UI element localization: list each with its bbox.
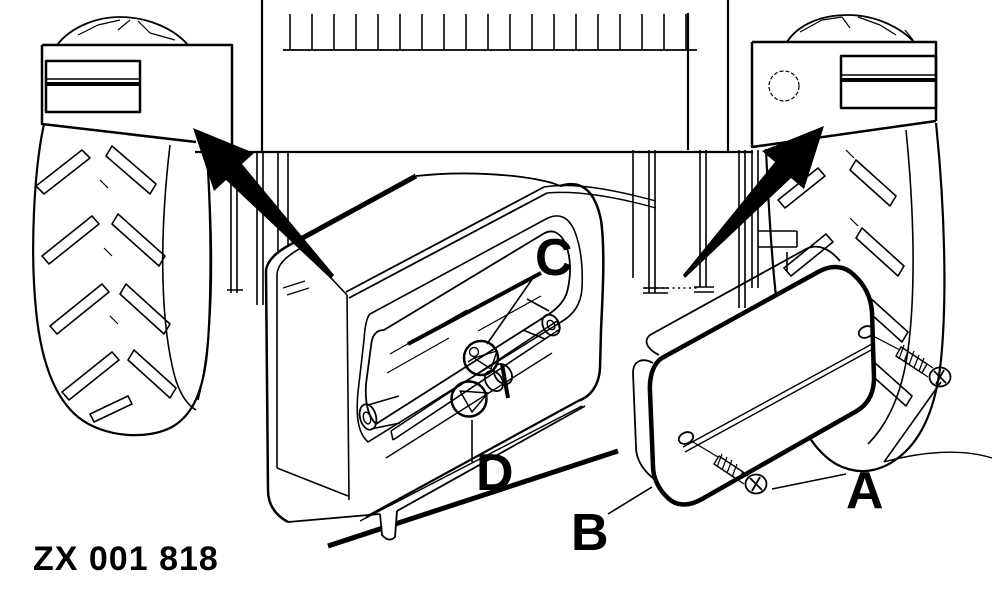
bulb-d [450,362,513,418]
figure-code: ZX 001 818 [33,540,219,578]
lamp-housing [264,172,657,541]
screw-hole-top [857,325,875,339]
panel-edge-line [327,448,619,549]
left-wheel-top-arc [56,16,189,46]
label-a: A [846,462,884,520]
right-wheel-top-arc [786,14,915,43]
bulb-socket-right [522,298,561,340]
right-tail-lamp [839,54,938,110]
housing-top-edge [295,173,418,244]
label-c: C [535,229,573,287]
tractor-rear-view [32,0,992,473]
screw-bottom-left [713,453,768,495]
bulb-socket-left [358,395,401,431]
grille [283,14,697,51]
bracket-edge [500,363,510,399]
right-fender [750,40,938,149]
reflector-shelf-edge [407,271,542,346]
bulb-c [462,339,500,377]
lens-cover [632,245,877,507]
label-d: D [476,444,514,502]
lens-cover-assembly [632,245,952,507]
callout-leaders [471,277,942,515]
right-location-arrow [683,126,824,278]
left-wheel [32,123,213,437]
label-b: B [571,504,609,562]
screw-top-right [895,344,952,388]
hitch-posts [227,150,798,308]
left-fender [40,43,234,152]
fender-hole [768,70,800,102]
left-location-arrow [193,128,334,279]
tractor-body [195,0,753,154]
left-wheel-tread [35,145,177,423]
screw-hole-bottom [677,431,695,445]
left-tail-lamp [44,59,142,114]
